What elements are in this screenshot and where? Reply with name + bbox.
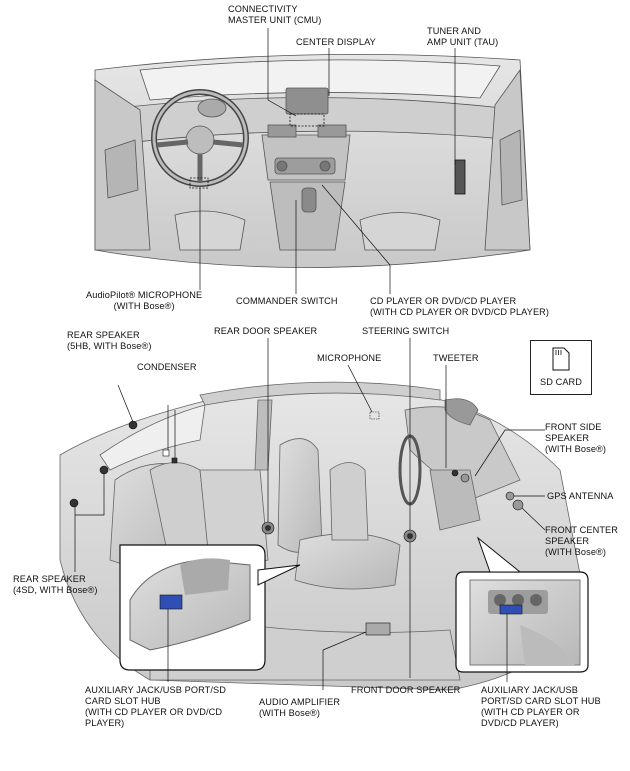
- component-markers: [69, 411, 524, 636]
- condenser-marker-2: [171, 457, 178, 464]
- label-steering-switch: STEERING SWITCH: [362, 326, 450, 336]
- sd-card-legend: SD CARD: [530, 340, 592, 395]
- rear-speaker-4sd-marker-1: [99, 465, 109, 475]
- label-aux-jack-hub-left: AUXILIARY JACK/USB PORT/SD CARD SLOT HUB…: [85, 685, 226, 728]
- label-rear-door-speaker: REAR DOOR SPEAKER: [214, 326, 318, 336]
- label-cd-player: CD PLAYER OR DVD/CD PLAYER (WITH CD PLAY…: [370, 296, 550, 317]
- label-audio-amplifier: AUDIO AMPLIFIER (WITH Bose®): [259, 697, 341, 718]
- label-tuner-amp-unit: TUNER AND AMP UNIT (TAU): [427, 26, 499, 47]
- label-center-display: CENTER DISPLAY: [296, 37, 376, 47]
- label-condenser: CONDENSER: [137, 362, 197, 372]
- tweeter-marker: [451, 469, 459, 477]
- label-rear-speaker-5hb: REAR SPEAKER (5HB, WITH Bose®): [67, 330, 152, 351]
- top-leader-lines: [199, 28, 456, 294]
- condenser-marker: [162, 449, 170, 457]
- label-audiopilot-microphone: AudioPilot® MICROPHONE (WITH Bose®): [86, 290, 203, 311]
- sd-card-icon: [552, 347, 570, 371]
- aux-hub-inset-right: [455, 536, 589, 673]
- rear-speaker-4sd-marker-2: [69, 498, 79, 508]
- label-front-door-speaker: FRONT DOOR SPEAKER: [351, 685, 461, 695]
- label-gps-antenna: GPS ANTENNA: [547, 491, 614, 501]
- label-rear-speaker-4sd: REAR SPEAKER (4SD, WITH Bose®): [13, 574, 98, 595]
- dashboard-illustration: [94, 53, 531, 268]
- label-front-center-speaker: FRONT CENTER SPEAKER (WITH Bose®): [545, 525, 618, 557]
- label-front-side-speaker: FRONT SIDE SPEAKER (WITH Bose®): [545, 422, 607, 454]
- aux-hub-inset-left: [119, 544, 301, 671]
- label-commander-switch: COMMANDER SWITCH: [236, 296, 338, 306]
- front-center-speaker-marker: [512, 499, 524, 511]
- label-cmu: CONNECTIVITY MASTER UNIT (CMU): [228, 4, 322, 25]
- label-tweeter: TWEETER: [433, 353, 479, 363]
- microphone-marker: [369, 411, 380, 420]
- label-microphone: MICROPHONE: [317, 353, 382, 363]
- label-sd-card: SD CARD: [539, 377, 583, 387]
- label-aux-jack-hub-right: AUXILIARY JACK/USB PORT/SD CARD SLOT HUB…: [481, 685, 601, 728]
- front-side-speaker-marker: [460, 473, 470, 483]
- gps-antenna-marker: [505, 491, 515, 501]
- audio-amplifier-marker: [365, 622, 391, 636]
- rear-speaker-5hb-marker: [128, 420, 138, 430]
- bottom-leader-lines: [74, 338, 546, 690]
